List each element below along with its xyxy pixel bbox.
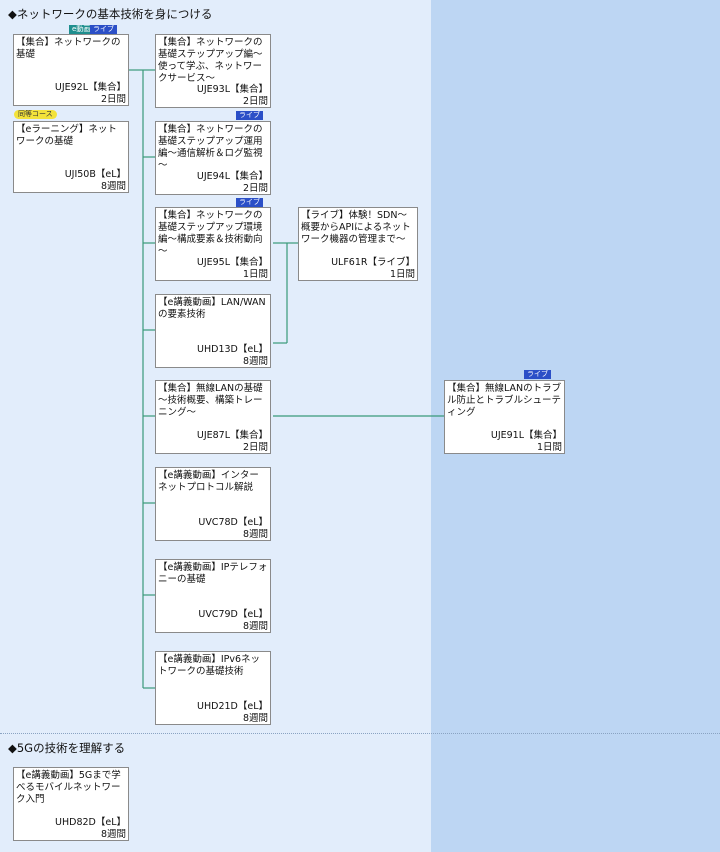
live-badge: ライブ (236, 111, 263, 120)
course-duration: 8週間 (242, 529, 268, 540)
equivalent-course-badge: 同等コース (14, 110, 57, 119)
course-title: 【e講義動画】LAN/WANの要素技術 (158, 297, 266, 320)
course-title: 【集合】無線LANのトラブル防止とトラブルシューティング (447, 383, 562, 418)
course-duration: 1日間 (242, 269, 268, 280)
section-title-5g: ◆5Gの技術を理解する (8, 741, 126, 755)
course-card-uhd21d[interactable]: 【e講義動画】IPv6ネットワークの基礎技術 UHD21D【eL】 8週間 (155, 651, 271, 725)
course-card-uje91l[interactable]: 【集合】無線LANのトラブル防止とトラブルシューティング UJE91L【集合】 … (444, 380, 565, 454)
course-card-uje92l[interactable]: 【集合】ネットワークの基礎 UJE92L【集合】 2日間 (13, 34, 129, 106)
course-title: 【e講義動画】インターネットプロトコル解説 (158, 470, 259, 493)
course-duration: 2日間 (242, 183, 268, 194)
course-card-uji50b[interactable]: 【eラーニング】ネットワークの基礎 UJI50B【eL】 8週間 (13, 121, 129, 193)
course-card-uje87l[interactable]: 【集合】無線LANの基礎～技術概要、構築トレーニング～ UJE87L【集合】 2… (155, 380, 271, 454)
course-title: 【eラーニング】ネットワークの基礎 (16, 124, 117, 147)
course-card-uje93l[interactable]: 【集合】ネットワークの基礎ステップアップ編～使って学ぶ、ネットワークサービス～ … (155, 34, 271, 108)
course-code: UHD13D【eL】 (197, 344, 268, 355)
course-duration: 8週間 (100, 829, 126, 840)
course-code: UVC78D【eL】 (198, 517, 268, 528)
course-code: UJE91L【集合】 (490, 430, 562, 441)
course-code: UJE94L【集合】 (196, 171, 268, 182)
course-code: UHD21D【eL】 (197, 701, 268, 712)
course-code: UJE92L【集合】 (54, 82, 126, 93)
course-card-uhd13d[interactable]: 【e講義動画】LAN/WANの要素技術 UHD13D【eL】 8週間 (155, 294, 271, 368)
course-title: 【e講義動画】IPv6ネットワークの基礎技術 (158, 654, 261, 677)
course-duration: 8週間 (100, 181, 126, 192)
course-title: 【e講義動画】IPテレフォニーの基礎 (158, 562, 268, 585)
course-code: UJE95L【集合】 (196, 257, 268, 268)
course-card-uvc79d[interactable]: 【e講義動画】IPテレフォニーの基礎 UVC79D【eL】 8週間 (155, 559, 271, 633)
course-title: 【集合】ネットワークの基礎ステップアップ環境編～構成要素＆技術動向～ (158, 210, 263, 257)
course-title: 【集合】ネットワークの基礎 (16, 37, 121, 60)
section-title-network-basics: ◆ネットワークの基本技術を身につける (8, 7, 213, 21)
course-title: 【ライブ】体験！SDN～概要からAPIによるネットワーク機器の管理まで～ (301, 210, 411, 245)
course-code: UJE93L【集合】 (196, 84, 268, 95)
course-card-uhd82d[interactable]: 【e講義動画】5Gまで学べるモバイルネットワーク入門 UHD82D【eL】 8週… (13, 767, 129, 841)
course-duration: 2日間 (100, 94, 126, 105)
course-code: UVC79D【eL】 (198, 609, 268, 620)
course-duration: 1日間 (389, 269, 415, 280)
course-card-uje95l[interactable]: 【集合】ネットワークの基礎ステップアップ環境編～構成要素＆技術動向～ UJE95… (155, 207, 271, 281)
course-duration: 2日間 (242, 96, 268, 107)
course-duration: 8週間 (242, 621, 268, 632)
course-title: 【e講義動画】5Gまで学べるモバイルネットワーク入門 (16, 770, 121, 805)
course-title: 【集合】ネットワークの基礎ステップアップ編～使って学ぶ、ネットワークサービス～ (158, 37, 263, 84)
section-divider (0, 733, 720, 734)
course-duration: 1日間 (536, 442, 562, 453)
course-card-uje94l[interactable]: 【集合】ネットワークの基礎ステップアップ運用編～通信解析＆ログ監視～ UJE94… (155, 121, 271, 195)
course-duration: 2日間 (242, 442, 268, 453)
course-code: UJI50B【eL】 (64, 169, 126, 180)
live-badge: ライブ (90, 25, 117, 34)
course-code: ULF61R【ライブ】 (331, 257, 415, 268)
course-card-uvc78d[interactable]: 【e講義動画】インターネットプロトコル解説 UVC78D【eL】 8週間 (155, 467, 271, 541)
course-card-ulf61r[interactable]: 【ライブ】体験！SDN～概要からAPIによるネットワーク機器の管理まで～ ULF… (298, 207, 418, 281)
course-title: 【集合】ネットワークの基礎ステップアップ運用編～通信解析＆ログ監視～ (158, 124, 263, 171)
live-badge: ライブ (524, 370, 551, 379)
course-duration: 8週間 (242, 356, 268, 367)
emovie-badge: e動画 (69, 25, 94, 34)
course-duration: 8週間 (242, 713, 268, 724)
course-code: UHD82D【eL】 (55, 817, 126, 828)
course-title: 【集合】無線LANの基礎～技術概要、構築トレーニング～ (158, 383, 263, 418)
course-code: UJE87L【集合】 (196, 430, 268, 441)
live-badge: ライブ (236, 198, 263, 207)
